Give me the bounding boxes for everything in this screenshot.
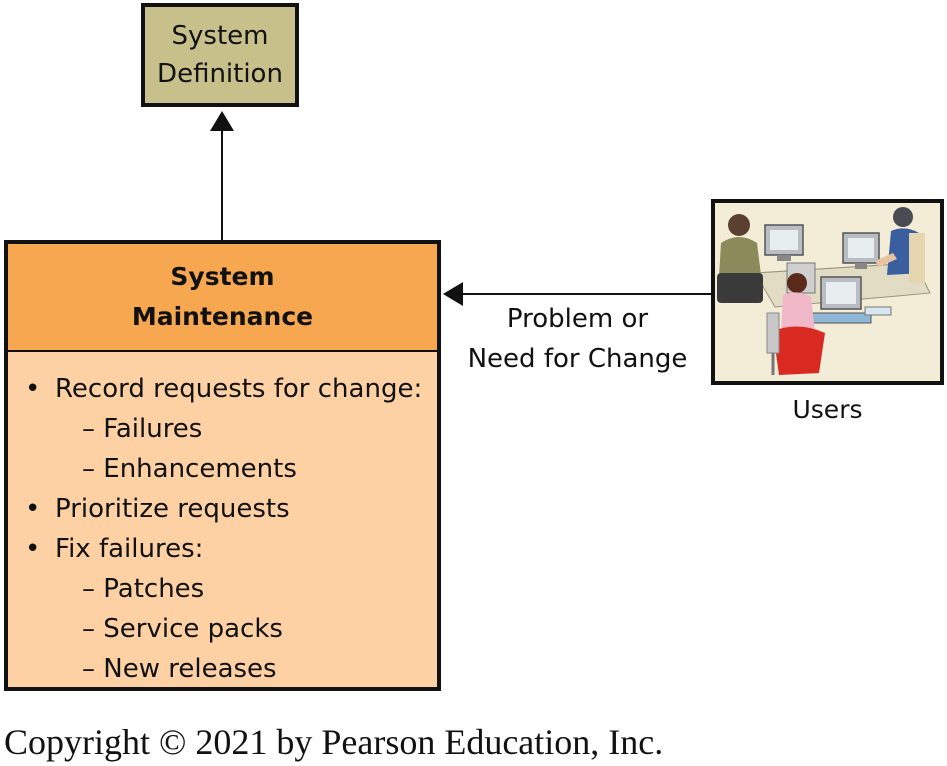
list-item: • Record requests for change: [8, 369, 437, 409]
bullet-icon: • [25, 374, 41, 404]
list-item-text: Record requests for change: [55, 374, 423, 404]
users-illustration [711, 199, 944, 385]
list-item-text: Prioritize requests [55, 494, 290, 524]
list-item: – Service packs [82, 614, 283, 644]
problem-label-line2: Need for Change [467, 344, 688, 374]
users-at-computers-icon [715, 203, 940, 381]
problem-or-need-label: Problem or Need for Change [455, 299, 700, 379]
arrow-maintenance-to-definition [210, 111, 234, 240]
list-item: – Failures [82, 414, 203, 444]
system-maintenance-box: System Maintenance • Record requests for … [4, 240, 441, 691]
problem-label-line1: Problem or [506, 304, 649, 334]
copyright-notice: Copyright © 2021 by Pearson Education, I… [4, 722, 664, 762]
system-maintenance-title-line1: System [170, 262, 275, 291]
list-item: – New releases [82, 654, 277, 684]
arrow-users-to-maintenance [443, 282, 712, 306]
list-item-text: Fix failures: [55, 534, 204, 564]
system-maintenance-task-list: •Record requests for change: – Failures … [8, 352, 437, 689]
system-definition-line2: Definition [157, 59, 283, 89]
system-definition-box: System Definition [141, 3, 299, 107]
bullet-icon: • [25, 494, 41, 524]
list-item: – Patches [82, 574, 205, 604]
system-maintenance-title-line2: Maintenance [131, 302, 314, 331]
list-item: • Fix failures: [8, 529, 437, 569]
system-definition-line1: System [171, 21, 269, 51]
list-item: – Enhancements [82, 454, 297, 484]
system-maintenance-header: System Maintenance [8, 244, 437, 352]
users-label: Users [792, 395, 863, 424]
bullet-icon: • [25, 534, 41, 564]
list-item: • Prioritize requests [8, 489, 437, 529]
